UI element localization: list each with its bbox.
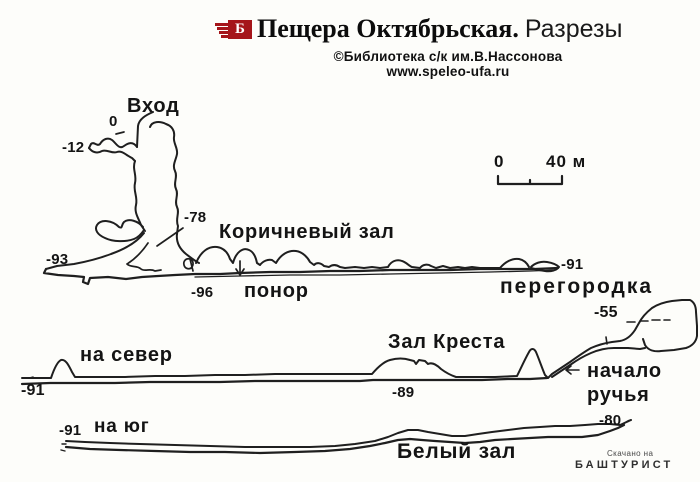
library-credit: ©Библиотека с/к им.В.Нассонова [333,49,563,64]
logo-speed-stripe [219,31,230,34]
watermark-bashturist: БАШТУРИСТ [575,459,674,471]
depth-minus78-label: -78 [184,209,207,226]
logo-letter: Б [235,21,245,37]
website-url: www.speleo-ufa.ru [386,64,510,79]
depth-minus80-label: -80 [599,412,622,429]
header-subtitle-block: ©Библиотека с/к им.В.Нассонова www.spele… [298,49,598,79]
depth-minus91-label-s1: -91 [561,256,584,273]
page-title: Пещера Октябрьская.Разрезы [257,14,622,44]
cross-hall-label: Зал Креста [388,331,506,353]
depth-minus91-label-s2: -91 [21,382,45,399]
ponor-label: понор [244,280,309,302]
to-south-label: на юг [94,416,150,437]
logo-speed-stripe [221,35,230,38]
logo-speed-stripe [217,27,230,30]
partition-label: перегородка [500,275,654,298]
white-hall-label: Белый зал [397,440,517,463]
scale-end-label: 40 м [546,152,587,171]
depth78-pointer-line [156,227,184,247]
brown-hall-label: Коричневый зал [219,221,395,243]
watermark-downloaded-at: Скачано на [607,449,654,458]
ponor-arrow [235,260,245,276]
scale-bar [496,174,564,186]
logo-speed-stripe [215,23,230,26]
depth-minus55-label: -55 [594,304,618,321]
depth-minus91-label-s3: -91 [59,422,82,439]
stream-arrow [565,365,580,375]
depth-minus93-label: -93 [46,251,69,268]
entrance-label: Вход [127,95,180,117]
to-north-label: на север [80,344,173,366]
depth-minus89-label: -89 [392,384,415,401]
stream-start-label-line2: ручья [587,384,650,406]
scale-start-label: 0 [494,152,505,171]
title-sections-word: Разрезы [524,15,623,43]
depth-minus12-label: -12 [62,139,85,156]
title-cave-name: Пещера Октябрьская. [257,14,519,43]
depth-minus96-label: -96 [191,284,214,301]
red-b-logo: Б [228,20,252,39]
entrance-pointer-line [136,111,154,148]
depth-0-label: 0 [109,113,118,130]
stream-start-label-line1: начало [587,360,662,382]
